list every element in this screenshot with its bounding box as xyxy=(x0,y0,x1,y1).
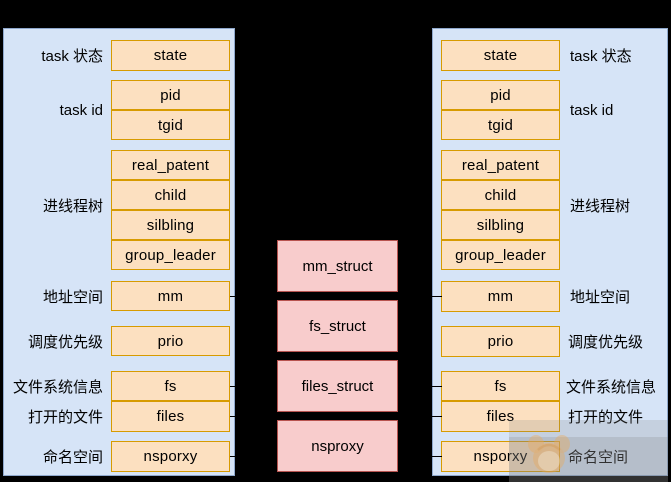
right-label-namespace: 命名空间 xyxy=(568,448,629,466)
connector-left-nsporxy xyxy=(230,456,264,457)
left-label-namespace: 命名空间 xyxy=(42,448,103,466)
left-field-files[interactable]: files xyxy=(111,401,230,432)
left-field-pid[interactable]: pid xyxy=(111,80,230,110)
connector-right-files xyxy=(408,416,442,417)
left-field-state[interactable]: state xyxy=(111,40,230,71)
right-field-fs[interactable]: fs xyxy=(441,371,560,401)
right-label-task-state: task 状态 xyxy=(570,47,632,65)
right-field-pid[interactable]: pid xyxy=(441,80,560,110)
struct-nsproxy[interactable]: nsproxy xyxy=(277,420,398,472)
left-field-tgid[interactable]: tgid xyxy=(111,110,230,140)
right-label-sched-prio: 调度优先级 xyxy=(568,333,644,351)
connector-right-mm xyxy=(408,296,442,297)
connector-left-files xyxy=(230,416,264,417)
right-field-group-leader[interactable]: group_leader xyxy=(441,240,560,270)
right-label-open-files: 打开的文件 xyxy=(568,408,644,426)
left-label-task-state: task 状态 xyxy=(41,47,103,65)
struct-files-struct[interactable]: files_struct xyxy=(277,360,398,412)
right-field-mm[interactable]: mm xyxy=(441,281,560,312)
right-field-real-patent[interactable]: real_patent xyxy=(441,150,560,180)
connector-left-fs xyxy=(230,386,264,387)
left-field-group-leader[interactable]: group_leader xyxy=(111,240,230,270)
struct-fs-struct[interactable]: fs_struct xyxy=(277,300,398,352)
connector-left-mm xyxy=(230,296,264,297)
left-label-fs-info: 文件系统信息 xyxy=(12,378,103,396)
right-label-process-tree: 进线程树 xyxy=(570,197,631,215)
connector-right-fs xyxy=(408,386,442,387)
right-field-prio[interactable]: prio xyxy=(441,326,560,357)
right-field-silbling[interactable]: silbling xyxy=(441,210,560,240)
connector-right-nsporxy xyxy=(408,456,442,457)
left-field-child[interactable]: child xyxy=(111,180,230,210)
left-field-silbling[interactable]: silbling xyxy=(111,210,230,240)
left-label-process-tree: 进线程树 xyxy=(42,197,103,215)
right-field-child[interactable]: child xyxy=(441,180,560,210)
struct-mm-struct[interactable]: mm_struct xyxy=(277,240,398,292)
left-field-prio[interactable]: prio xyxy=(111,326,230,356)
left-field-fs[interactable]: fs xyxy=(111,371,230,401)
right-field-state[interactable]: state xyxy=(441,40,560,71)
right-label-task-id: task id xyxy=(570,101,614,119)
left-field-mm[interactable]: mm xyxy=(111,281,230,311)
left-field-nsporxy[interactable]: nsporxy xyxy=(111,441,230,472)
right-field-files[interactable]: files xyxy=(441,401,560,432)
right-field-tgid[interactable]: tgid xyxy=(441,110,560,140)
left-label-open-files: 打开的文件 xyxy=(27,408,103,426)
left-field-real-patent[interactable]: real_patent xyxy=(111,150,230,180)
left-label-sched-prio: 调度优先级 xyxy=(27,333,103,351)
right-label-fs-info: 文件系统信息 xyxy=(566,378,657,396)
left-label-task-id: task id xyxy=(59,101,103,119)
right-label-address-space: 地址空间 xyxy=(570,288,631,306)
left-label-address-space: 地址空间 xyxy=(42,288,103,306)
right-field-nsporxy[interactable]: nsporxy xyxy=(441,441,560,472)
